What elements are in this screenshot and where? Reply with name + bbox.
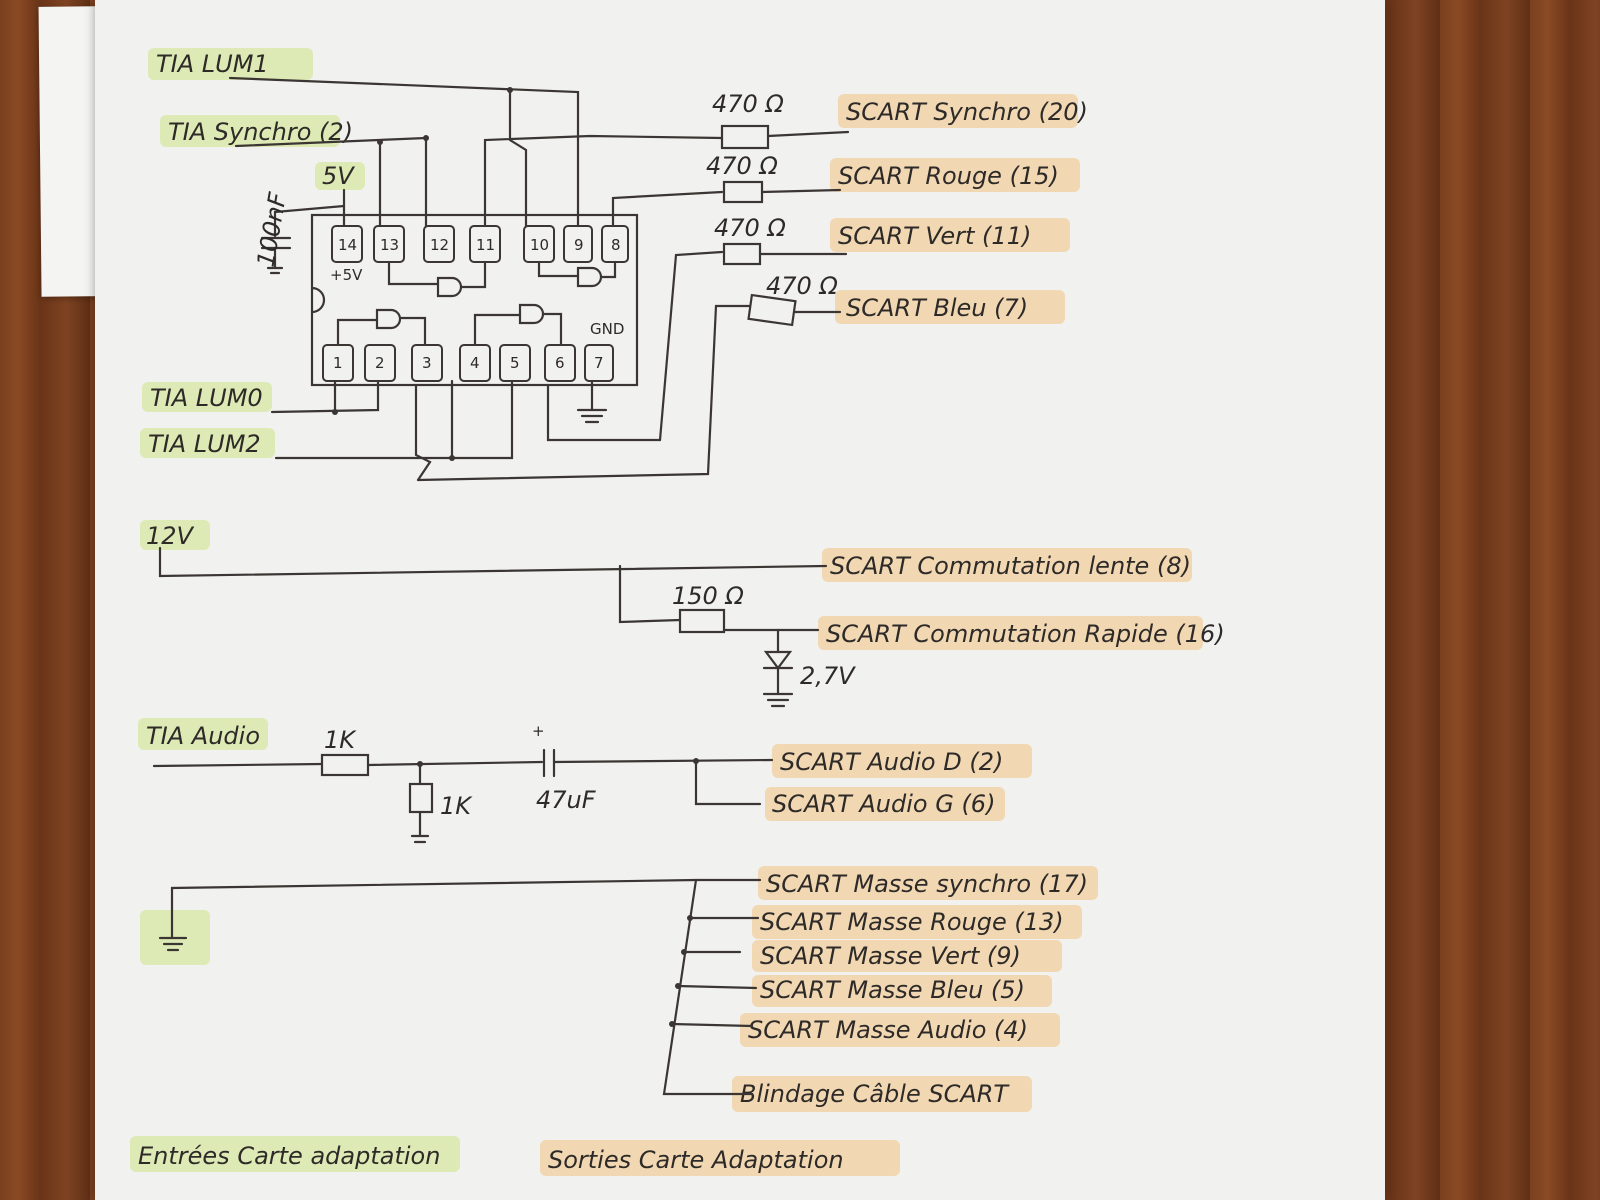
decoupling-capacitor-value: 100nF (252, 189, 293, 269)
input-lum0-label: TIA LUM0 (150, 384, 263, 412)
ic-gnd-label: GND (590, 320, 624, 338)
output-audio-right-label: SCART Audio D (2) (780, 748, 1003, 776)
resistor-audio-series-value: 1K (324, 726, 357, 754)
resistor-fast-switch (678, 608, 726, 634)
resistor-audio-shunt-value: 1K (440, 792, 473, 820)
zener-diode (762, 650, 794, 670)
ic-pin-10: 10 (530, 236, 549, 254)
zener-value: 2,7V (800, 662, 856, 690)
ic-pin-4: 4 (470, 354, 480, 372)
ground-bus (158, 878, 762, 1096)
output-gnd-audio-label: SCART Masse Audio (4) (748, 1016, 1028, 1044)
resistor-audio-series (320, 753, 370, 777)
output-gnd-red-label: SCART Masse Rouge (13) (760, 908, 1064, 936)
ic-pin-14: 14 (338, 236, 357, 254)
output-shield-label: Blindage Câble SCART (740, 1080, 1010, 1108)
ic-body (310, 213, 639, 387)
ic-pin-5: 5 (510, 354, 520, 372)
input-lum1-label: TIA LUM1 (156, 50, 269, 78)
output-gnd-green-label: SCART Masse Vert (9) (760, 942, 1021, 970)
output-audio-left-label: SCART Audio G (6) (772, 790, 995, 818)
input-5v-label: 5V (322, 162, 355, 190)
ic-pin-11: 11 (476, 236, 495, 254)
switching-circuit (158, 546, 828, 708)
video-wiring (228, 76, 850, 482)
output-gnd-sync-label: SCART Masse synchro (17) (766, 870, 1088, 898)
output-gnd-blue-label: SCART Masse Bleu (5) (760, 976, 1025, 1004)
input-12v-label: 12V (146, 522, 195, 550)
ic-pin-9: 9 (574, 236, 584, 254)
input-lum2-label: TIA LUM2 (148, 430, 261, 458)
output-green-label: SCART Vert (11) (838, 222, 1031, 250)
resistor-blue-value: 470 Ω (766, 272, 838, 300)
ic-top-pins: 14 13 12 11 10 9 8 (331, 225, 629, 263)
ic-notch (310, 286, 326, 314)
footer-outputs-title: Sorties Carte Adaptation (548, 1146, 844, 1174)
ic-vcc-label: +5V (330, 266, 363, 284)
footer-inputs-title: Entrées Carte adaptation (138, 1142, 440, 1170)
audio-capacitor-value: 47uF (536, 786, 597, 814)
output-red-label: SCART Rouge (15) (838, 162, 1059, 190)
ic-pin-6: 6 (555, 354, 565, 372)
resistor-sync-value: 470 Ω (712, 90, 784, 118)
output-slow-switch-label: SCART Commutation lente (8) (830, 552, 1191, 580)
resistor-green (722, 242, 762, 266)
ic-pin-2: 2 (375, 354, 385, 372)
audio-capacitor-plates (542, 748, 556, 778)
ic-bottom-pins: 1 2 3 4 5 6 7 (322, 344, 614, 382)
ic-pin-7: 7 (594, 354, 604, 372)
output-highlights (540, 94, 1203, 1176)
resistor-sync (720, 124, 770, 150)
resistor-red-value: 470 Ω (706, 152, 778, 180)
ic-pin-1: 1 (333, 354, 343, 372)
ic-and-gates (336, 260, 617, 347)
audio-circuit (152, 748, 774, 844)
resistor-red (722, 180, 764, 204)
resistor-fast-switch-value: 150 Ω (672, 582, 744, 610)
input-audio-label: TIA Audio (146, 722, 260, 750)
resistor-audio-shunt (408, 782, 434, 814)
ic-pin-8: 8 (611, 236, 621, 254)
audio-capacitor-polarity: + (532, 722, 545, 740)
output-blue-label: SCART Bleu (7) (846, 294, 1028, 322)
resistor-green-value: 470 Ω (714, 214, 786, 242)
output-sync-label: SCART Synchro (20) (846, 98, 1088, 126)
output-fast-switch-label: SCART Commutation Rapide (16) (826, 620, 1225, 648)
ic-pin-12: 12 (430, 236, 449, 254)
logic-ic-chip: 14 13 12 11 10 9 8 +5V 1 2 3 4 5 6 7 GND (310, 213, 639, 387)
ic-pin-3: 3 (422, 354, 432, 372)
ic-pin-13: 13 (380, 236, 399, 254)
input-highlights (130, 48, 460, 1172)
